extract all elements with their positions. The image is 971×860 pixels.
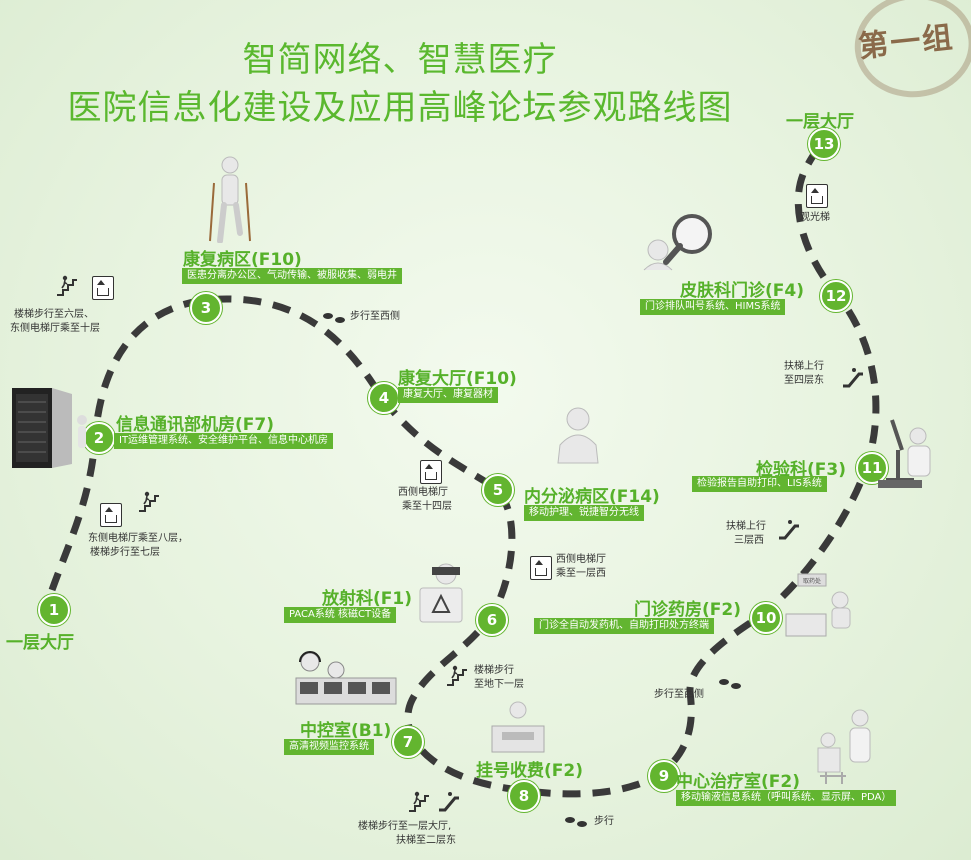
instruction-5-6-line1: 西侧电梯厅 [556,554,606,565]
station-name-4: 康复大厅(F10) [398,369,517,389]
stairs-icon [408,790,430,812]
instruction-5-6-line2: 乘至一层西 [556,568,606,579]
elevator-icon [530,556,552,580]
instruction-10-11-line2: 三层西 [734,535,764,546]
station-name-3: 康复病区(F10) [183,250,302,270]
elevator-icon [92,276,114,300]
station-marker-3: 3 [190,292,222,324]
instruction-2-3-line2: 东侧电梯厅乘至十层 [10,323,100,334]
station-tag-2: IT运维管理系统、安全维护平台、信息中心机房 [114,433,334,449]
station-marker-13: 13 [808,128,840,160]
instruction-3-4: 步行至西侧 [350,311,400,322]
station-name-8: 挂号收费(F2) [476,761,583,781]
station-marker-7: 7 [392,726,424,758]
station-name-2: 信息通讯部机房(F7) [116,415,274,435]
station-marker-10: 10 [750,602,782,634]
instruction-11-12-line2: 至四层东 [784,375,824,386]
stairs-icon [56,274,78,296]
sad-figure-illustration [557,407,599,464]
station-tag-10: 门诊全自动发药机、自助打印处方终端 [534,618,714,634]
doctor-illustration [817,709,871,784]
station-tag-3: 医患分离办公区、气动传输、被服收集、弱电井 [182,268,402,284]
instruction-6-7-line2: 至地下一层 [474,679,524,690]
instruction-11-12-line1: 扶梯上行 [784,361,824,372]
instruction-10-11-line1: 扶梯上行 [726,521,766,532]
station-marker-5: 5 [482,474,514,506]
station-marker-6: 6 [476,604,508,636]
instruction-7-8-line2: 扶梯至二层东 [396,835,456,846]
escalator-icon [778,518,800,540]
station-name-5: 内分泌病区(F14) [524,487,660,507]
station-tag-5: 移动护理、锐捷智分无线 [524,505,644,521]
pharmacy-sign-text: 取药处 [803,577,821,585]
instruction-6-7-line1: 楼梯步行 [474,665,514,676]
elevator-icon [420,460,442,484]
instruction-9-10: 步行至西侧 [654,689,704,700]
microscope-illustration [878,419,931,488]
title-line-2: 医院信息化建设及应用高峰论坛参观路线图 [67,88,733,128]
station-tag-6: PACA系统 核磁CT设备 [284,607,397,623]
stairs-icon [446,664,468,686]
server-rack-illustration [12,388,87,468]
station-tag-7: 高清视频监控系统 [284,739,374,755]
station-name-7: 中控室(B1) [300,721,392,741]
escalator-icon [842,366,864,388]
pharmacy-illustration: 取药处 [785,573,851,637]
footprints-icon [718,676,744,690]
instruction-4-5-line2: 乘至十四层 [402,501,452,512]
cashier-desk-illustration [491,701,545,753]
control-room-illustration [295,651,397,705]
station-marker-4: 4 [368,382,400,414]
station-marker-12: 12 [820,280,852,312]
elevator-icon [806,184,828,208]
instruction-2-3-line1: 楼梯步行至六层、 [14,309,94,320]
station-tag-9: 移动输液信息系统（呼叫系统、显示屏、PDA） [676,790,897,806]
end-label: 一层大厅 [786,112,854,132]
station-marker-8: 8 [508,780,540,812]
elevator-icon [100,503,122,527]
station-name-9: 中心治疗室(F2) [676,772,800,792]
escalator-icon [438,790,460,812]
station-tag-12: 门诊排队叫号系统、HIMS系统 [640,299,786,315]
station-name-6: 放射科(F1) [322,589,412,609]
instruction-8-9: 步行 [594,816,614,827]
station-marker-1: 1 [38,594,70,626]
station-tag-4: 康复大厅、康复器材 [398,387,498,403]
radiation-sign-illustration [419,563,463,623]
magnifier-figure-illustration [643,214,712,271]
instruction-7-8-line1: 楼梯步行至一层大厅, [358,821,452,832]
station-tag-11: 检验报告自助打印、LIS系统 [692,476,827,492]
station-marker-2: 2 [83,422,115,454]
stairs-icon [138,490,160,512]
instruction-12-13: 观光梯 [800,212,830,223]
footprints-icon [564,814,590,828]
station-name-11: 检验科(F3) [756,460,846,480]
station-marker-9: 9 [648,760,680,792]
station-name-10: 门诊药房(F2) [634,600,741,620]
instruction-1-2-line1: 东侧电梯厅乘至八层， [88,533,188,544]
title-line-1: 智简网络、智慧医疗 [242,40,558,80]
station-marker-11: 11 [856,452,888,484]
group-stamp: 第一组 [838,0,971,104]
instruction-4-5-line1: 西侧电梯厅 [398,487,448,498]
footprints-icon [322,310,348,324]
start-label: 一层大厅 [6,633,74,653]
station-name-12: 皮肤科门诊(F4) [680,281,804,301]
instruction-1-2-line2: 楼梯步行至七层 [90,547,160,558]
crutches-figure-illustration [209,156,251,243]
